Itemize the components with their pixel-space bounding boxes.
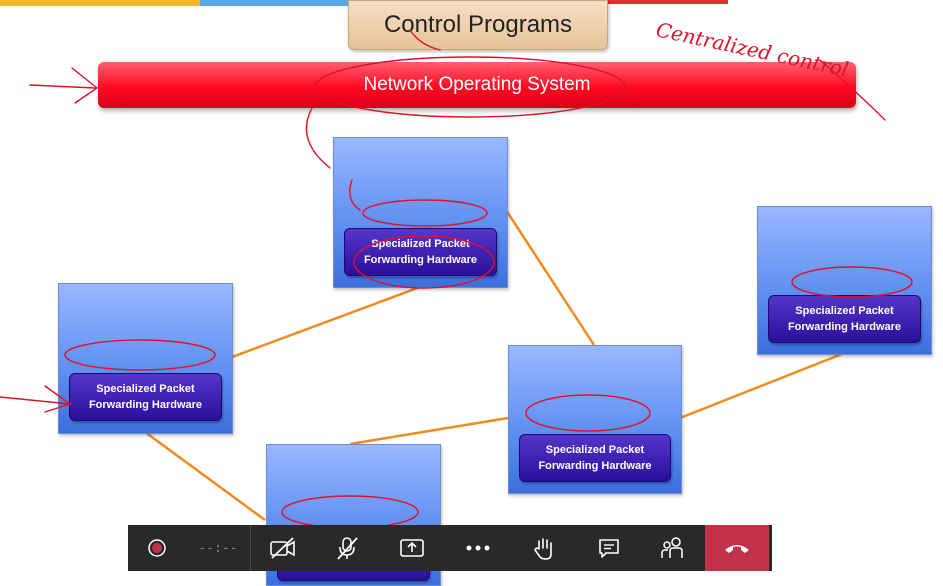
ink-circle-top-hw xyxy=(353,235,495,289)
link-line xyxy=(349,416,509,446)
ink-circle-middle xyxy=(525,394,651,432)
ink-stroke-title xyxy=(409,29,441,51)
link-line xyxy=(504,209,596,346)
handwritten-note: Centralized control xyxy=(654,17,851,81)
hangup-icon xyxy=(725,545,749,553)
record-icon xyxy=(148,539,166,557)
recording-timer: --:-- xyxy=(186,525,250,571)
participants-button[interactable] xyxy=(641,525,705,571)
hw-label-line2: Forwarding Hardware xyxy=(538,460,652,472)
share-screen-icon xyxy=(400,539,424,557)
nos-label: Network Operating System xyxy=(363,74,591,95)
mic-toggle-button[interactable] xyxy=(315,525,379,571)
link-lines xyxy=(144,209,843,522)
control-programs-box: Control Programs xyxy=(348,0,608,50)
pen-annotations: Centralized control xyxy=(0,17,913,529)
raise-hand-icon xyxy=(534,538,552,560)
hw-label-line1: Specialized Packet xyxy=(545,444,645,456)
more-actions-button[interactable] xyxy=(445,525,511,571)
control-programs-title: Control Programs xyxy=(383,11,573,38)
chat-button[interactable] xyxy=(577,525,641,571)
hw-label-line1: Specialized Packet xyxy=(795,305,894,317)
hw-label-line2: Forwarding Hardware xyxy=(363,254,478,266)
mic-off-icon xyxy=(337,537,358,560)
ink-circle-nos xyxy=(314,56,626,118)
ink-arrow-nos xyxy=(29,67,99,104)
hw-label-line1: Specialized Packet xyxy=(96,383,195,395)
more-icon xyxy=(466,545,490,551)
meeting-toolbar: --:-- xyxy=(128,525,772,571)
share-screen-button[interactable] xyxy=(379,525,445,571)
hw-label-line2: Forwarding Hardware xyxy=(787,321,902,333)
participants-icon xyxy=(661,537,683,558)
ink-circle-bottom xyxy=(281,495,419,529)
ink-arrow-left xyxy=(0,385,72,413)
top-accent-yellow xyxy=(0,0,200,6)
hw-label-line1: Specialized Packet xyxy=(371,238,470,250)
link-line xyxy=(231,285,421,359)
top-accent-blue xyxy=(200,0,348,6)
timer-text: --:-- xyxy=(198,540,238,556)
toolbar-divider xyxy=(250,525,251,571)
ink-circle-right xyxy=(791,266,913,298)
hw-label-line2: Forwarding Hardware xyxy=(88,399,203,411)
network-operating-system-bar: Network Operating System xyxy=(98,62,856,108)
ink-circle-left xyxy=(64,339,216,371)
record-button[interactable] xyxy=(128,525,186,571)
ink-circle-top xyxy=(362,199,488,227)
leave-call-button[interactable] xyxy=(705,525,769,571)
camera-toggle-button[interactable] xyxy=(251,525,315,571)
link-line xyxy=(144,430,266,522)
raise-hand-button[interactable] xyxy=(511,525,577,571)
ink-note-arrow xyxy=(819,59,886,121)
top-accent-orange xyxy=(606,0,728,4)
camera-off-icon xyxy=(270,537,295,559)
link-line xyxy=(679,352,843,420)
ink-stroke-top xyxy=(349,179,361,211)
chat-icon xyxy=(599,539,619,558)
ink-stroke-left-bar xyxy=(305,107,331,169)
